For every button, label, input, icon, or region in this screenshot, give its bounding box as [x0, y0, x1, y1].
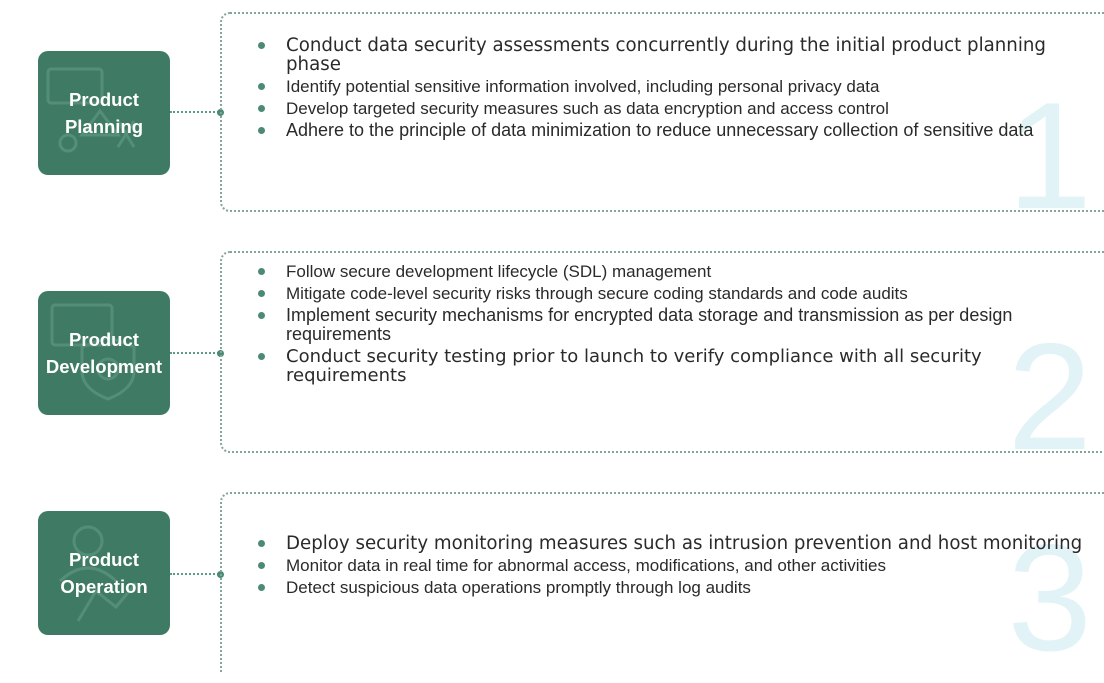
list-item-text: Conduct data security assessments concur… [286, 35, 1046, 75]
list-item: Mitigate code-level security risks throu… [222, 284, 1104, 303]
bullet-icon [258, 540, 265, 547]
phase-panel-development: 2 Follow secure development lifecycle (S… [220, 251, 1104, 473]
phase-card-development: Product Development [38, 291, 170, 415]
gear-shield-icon [50, 303, 136, 401]
bullet-icon [258, 562, 265, 569]
list-item-text: Mitigate code-level security risks throu… [286, 284, 908, 303]
list-item-text: Deploy security monitoring measures such… [286, 533, 1083, 554]
phase-title: Product Operation [60, 549, 148, 597]
phase-title: Product Planning [64, 89, 144, 137]
bullet-list: Deploy security monitoring measures such… [222, 494, 1104, 597]
connector-line [170, 573, 222, 575]
process-diagram: Product Planning 1 Conduct data security… [38, 12, 1104, 674]
list-item-text: Follow secure development lifecycle (SDL… [286, 262, 712, 281]
list-item-text: Implement security mechanisms for encryp… [286, 305, 1013, 344]
bullet-icon [258, 268, 265, 275]
list-item: Deploy security monitoring measures such… [222, 534, 1104, 553]
list-item: Develop targeted security measures such … [222, 99, 1104, 118]
list-item-text: Detect suspicious data operations prompt… [286, 578, 751, 597]
connector-line [170, 111, 222, 113]
list-item-text: Identify potential sensitive information… [286, 77, 880, 96]
bullet-icon [258, 105, 265, 112]
bullet-list: Conduct data security assessments concur… [222, 14, 1104, 140]
bullet-icon [258, 83, 265, 90]
phase-number: 1 [1007, 71, 1092, 241]
list-item: Implement security mechanisms for encryp… [222, 306, 1104, 344]
bullet-icon [258, 42, 265, 49]
list-item-text: Monitor data in real time for abnormal a… [286, 556, 886, 575]
phase-card-operation: Product Operation [38, 511, 170, 635]
phase-number: 2 [1007, 312, 1092, 482]
list-item: Detect suspicious data operations prompt… [222, 578, 1104, 597]
phase-panel-operation: 3 Deploy security monitoring measures su… [220, 492, 1104, 674]
bullet-icon [258, 353, 265, 360]
bullet-icon [258, 312, 265, 319]
list-item-text: Adhere to the principle of data minimiza… [286, 120, 1034, 140]
list-item: Monitor data in real time for abnormal a… [222, 556, 1104, 575]
list-item: Conduct security testing prior to launch… [222, 347, 1104, 385]
phase-panel-planning: 1 Conduct data security assessments conc… [220, 12, 1104, 232]
monitor-icon [58, 525, 138, 622]
bullet-list: Follow secure development lifecycle (SDL… [222, 253, 1104, 385]
list-item-text: Develop targeted security measures such … [286, 99, 889, 118]
bullet-icon [258, 127, 265, 134]
list-item: Conduct data security assessments concur… [222, 36, 1104, 74]
phase-card-planning: Product Planning [38, 51, 170, 175]
list-item: Follow secure development lifecycle (SDL… [222, 262, 1104, 281]
phase-title: Product Development [45, 329, 163, 377]
bullet-icon [258, 584, 265, 591]
bullet-icon [258, 290, 265, 297]
list-item: Adhere to the principle of data minimiza… [222, 121, 1104, 140]
connector-line [170, 352, 222, 354]
list-item-text: Conduct security testing prior to launch… [286, 346, 982, 386]
planning-icon [46, 67, 136, 153]
list-item: Identify potential sensitive information… [222, 77, 1104, 96]
